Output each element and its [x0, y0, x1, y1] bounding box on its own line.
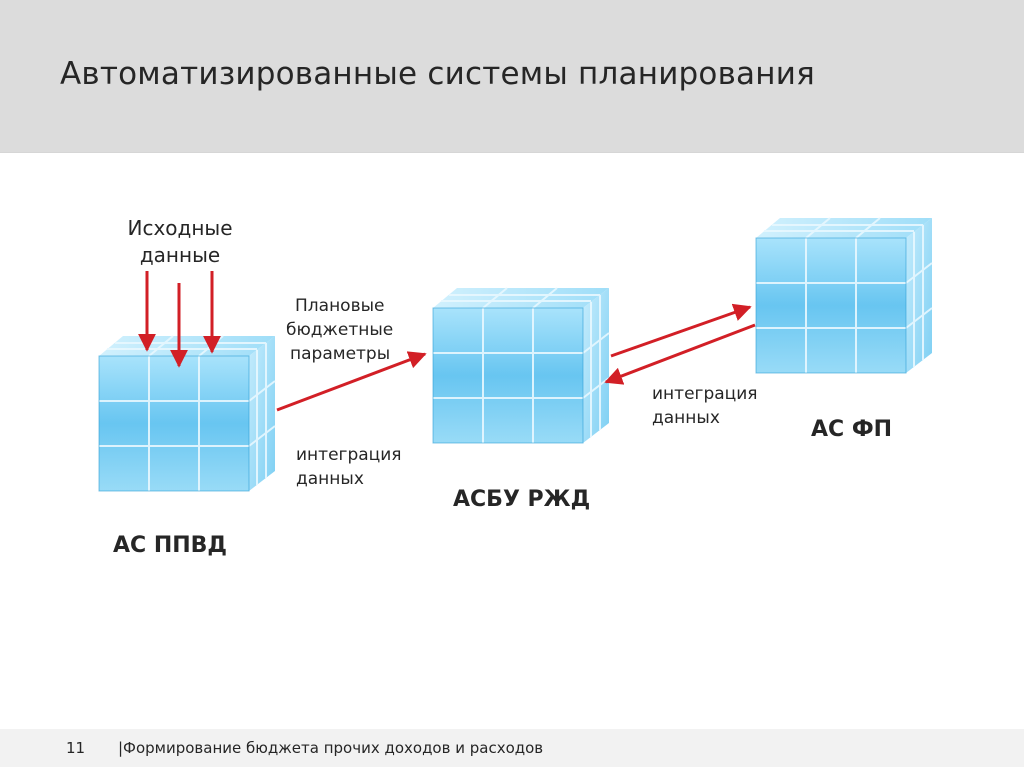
- planned-params-line1: Плановые: [293, 294, 393, 318]
- arrow-fp-to-asbu: [606, 325, 755, 382]
- cube-asbu-rzhd: [433, 288, 609, 443]
- source-data-label: Исходные данные: [115, 215, 245, 269]
- integration-right-line2: данных: [652, 406, 758, 430]
- node-as-ppvd-label: АС ППВД: [113, 533, 227, 558]
- integration-left-line2: данных: [296, 467, 402, 491]
- footer-text: |Формирование бюджета прочих доходов и р…: [118, 739, 543, 757]
- planned-params-line3: параметры: [290, 342, 393, 366]
- integration-right-label: интеграция данных: [652, 382, 758, 430]
- source-data-label-line2: данные: [115, 242, 245, 269]
- page-number: 11: [66, 739, 85, 757]
- node-as-fp-label: АС ФП: [811, 417, 892, 442]
- integration-left-label: интеграция данных: [296, 443, 402, 491]
- node-asbu-rzhd-label: АСБУ РЖД: [453, 487, 590, 512]
- integration-left-line1: интеграция: [296, 443, 402, 467]
- planned-params-label: Плановые бюджетные параметры: [293, 294, 393, 366]
- cube-as-ppvd: [99, 336, 275, 491]
- footer-bar: 11 |Формирование бюджета прочих доходов …: [0, 729, 1024, 767]
- planned-params-line2: бюджетные: [286, 318, 393, 342]
- integration-right-line1: интеграция: [652, 382, 758, 406]
- cube-as-fp: [756, 218, 932, 373]
- source-data-label-line1: Исходные: [115, 215, 245, 242]
- arrow-asbu-to-fp: [611, 307, 750, 356]
